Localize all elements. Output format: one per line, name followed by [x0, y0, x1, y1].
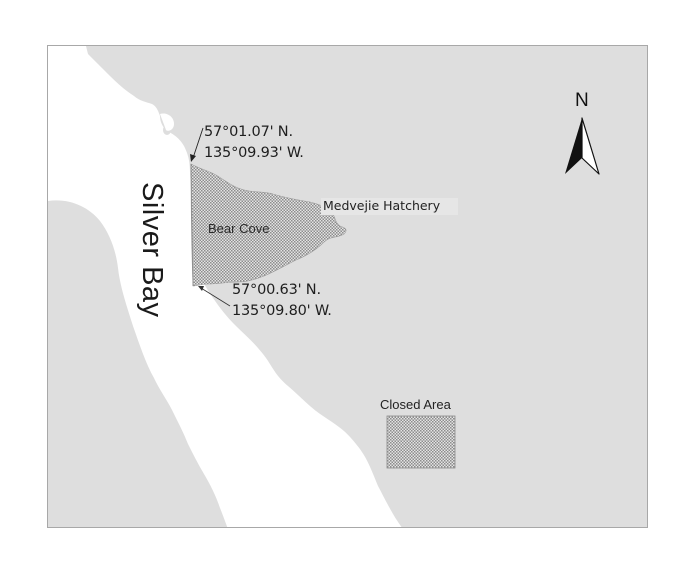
- latitude-south: 57°00.63' N.: [232, 282, 321, 298]
- western-landmass: [48, 200, 228, 527]
- pointer-arrow-south: [200, 287, 231, 307]
- map-graphic: [48, 46, 647, 527]
- bear-cove-area: [190, 163, 347, 287]
- water-body-label: Silver Bay: [136, 182, 168, 318]
- latitude-north: 57°01.07' N.: [204, 124, 293, 140]
- north-label: N: [575, 90, 589, 111]
- eastern-landmass: [86, 46, 647, 527]
- coordinate-label-south: 57°00.63' N. 135°09.80' W.: [232, 280, 332, 322]
- longitude-south: 135°09.80' W.: [232, 303, 332, 319]
- north-arrow-icon: [565, 117, 600, 175]
- legend-label-closed-area: Closed Area: [380, 397, 451, 412]
- cove-label: Bear Cove: [208, 221, 270, 236]
- legend-swatch-closed-area: [386, 415, 456, 469]
- map-frame: 57°01.07' N. 135°09.93' W. 57°00.63' N. …: [47, 45, 648, 528]
- closure-boundary-line: [190, 163, 194, 287]
- longitude-north: 135°09.93' W.: [204, 145, 304, 161]
- coordinate-label-north: 57°01.07' N. 135°09.93' W.: [204, 122, 304, 164]
- hatchery-label: Medvejie Hatchery: [321, 198, 459, 215]
- pointer-arrow-north: [192, 127, 204, 159]
